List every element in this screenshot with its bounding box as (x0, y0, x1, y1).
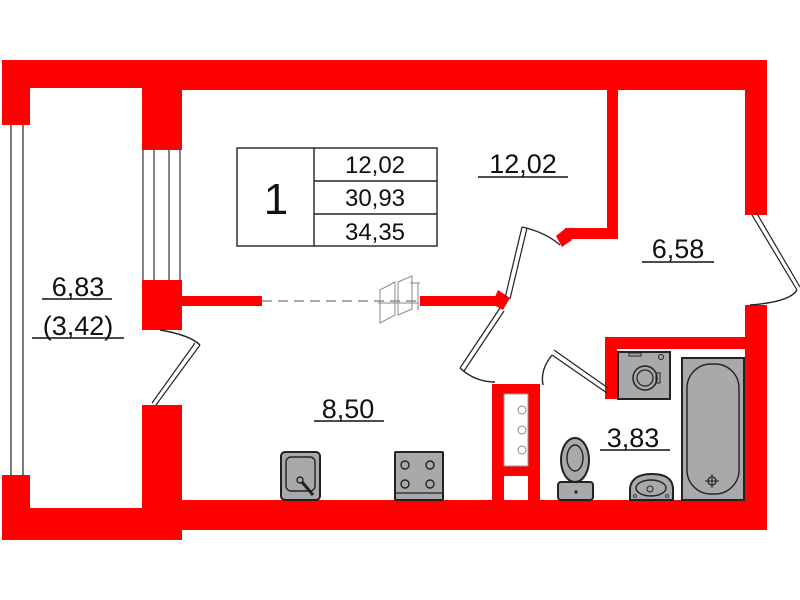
kitchen-area: 8,50 (322, 394, 375, 424)
hallway-area: 6,58 (652, 234, 705, 264)
entrance-door[interactable] (749, 211, 800, 306)
ventilation-shaft-icon (503, 393, 529, 467)
living-area-value: 12,02 (345, 152, 405, 179)
balcony-area: 6,83 (52, 272, 105, 302)
balcony-door[interactable] (151, 329, 201, 406)
washing-machine-icon (617, 351, 671, 400)
bathroom-door[interactable] (541, 349, 609, 394)
sink-icon (280, 451, 321, 501)
washbasin-icon (629, 472, 674, 501)
toilet-icon (557, 437, 594, 501)
sliding-door[interactable] (378, 275, 420, 324)
outer-walls (142, 60, 767, 540)
kitchen-door[interactable] (459, 307, 505, 383)
interior-walls (182, 83, 755, 504)
living-room-area: 12,02 (489, 149, 557, 179)
living-room-door[interactable] (504, 226, 561, 300)
window-living-room (142, 150, 182, 280)
bathroom-area: 3,83 (607, 423, 660, 453)
balcony-reduced-area: (3,42) (43, 311, 114, 341)
apartment-summary-table: 1 12,02 30,93 34,35 (236, 147, 438, 247)
total-area-value: 30,93 (345, 185, 405, 212)
rooms-count: 1 (264, 175, 288, 224)
total-area-with-balcony-value: 34,35 (345, 219, 405, 246)
bathtub-icon (681, 357, 745, 501)
stove-icon (394, 451, 444, 501)
balcony-glazing (10, 125, 24, 475)
